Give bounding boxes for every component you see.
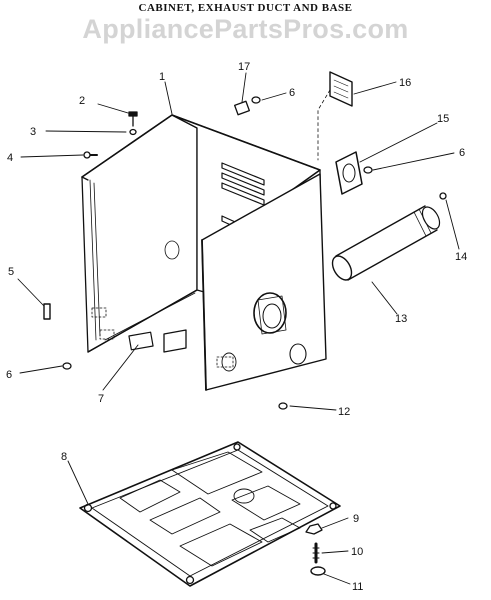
nut-9 xyxy=(305,523,323,535)
callout-17: 17 xyxy=(238,61,250,73)
callout-3: 3 xyxy=(30,126,36,138)
washer-3 xyxy=(129,128,137,136)
callout-13: 13 xyxy=(395,313,407,325)
callout-5: 5 xyxy=(8,266,14,278)
leg-10 xyxy=(312,542,320,564)
exhaust-bracket xyxy=(335,151,363,195)
callout-6-top: 6 xyxy=(289,87,295,99)
base-pan xyxy=(79,441,341,587)
exhaust-duct xyxy=(331,205,441,281)
watermark: AppliancePartsPros.com xyxy=(82,14,409,44)
screw-6-top xyxy=(251,96,261,104)
callout-10: 10 xyxy=(351,546,363,558)
foot-11 xyxy=(310,566,326,576)
callout-labels: 1 2 3 4 5 6 6 6 7 8 9 10 11 12 13 14 15 … xyxy=(6,61,467,593)
callout-2: 2 xyxy=(79,95,85,107)
leader-lines xyxy=(17,72,460,585)
label-5 xyxy=(43,303,51,320)
callout-8: 8 xyxy=(61,451,67,463)
screw-14 xyxy=(439,192,447,200)
screw-6-left xyxy=(62,362,72,370)
cabinet xyxy=(81,114,327,391)
callout-1: 1 xyxy=(159,71,165,83)
diagram-title: CABINET, EXHAUST DUCT AND BASE xyxy=(138,2,353,14)
screw-12 xyxy=(278,402,288,410)
callout-4: 4 xyxy=(7,152,13,164)
callout-12: 12 xyxy=(338,406,350,418)
screw-2 xyxy=(128,111,138,127)
callout-9: 9 xyxy=(353,513,359,525)
callout-7: 7 xyxy=(98,393,104,405)
callout-6-right: 6 xyxy=(459,147,465,159)
screw-4 xyxy=(83,151,98,159)
top-clip xyxy=(234,100,250,116)
callout-15: 15 xyxy=(437,113,449,125)
screw-6-right xyxy=(363,166,373,174)
callout-11: 11 xyxy=(352,581,363,593)
callout-16: 16 xyxy=(399,77,411,89)
callout-14: 14 xyxy=(455,251,467,263)
seal-7 xyxy=(128,331,154,351)
callout-6-left: 6 xyxy=(6,369,12,381)
